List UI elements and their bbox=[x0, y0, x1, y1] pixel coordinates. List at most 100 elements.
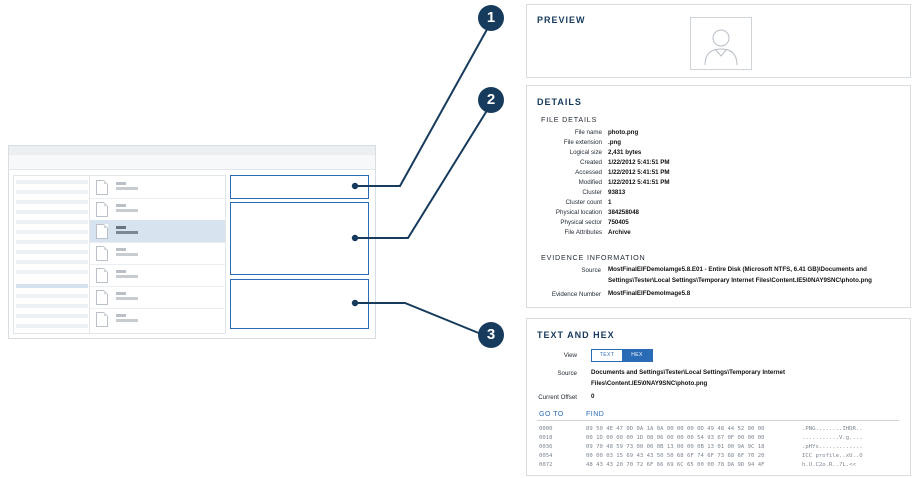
document-icon bbox=[96, 268, 108, 283]
file-detail-value: .png bbox=[608, 139, 622, 146]
document-icon bbox=[96, 224, 108, 239]
goto-link[interactable]: GO TO bbox=[539, 411, 564, 418]
file-detail-key: File name bbox=[574, 129, 602, 136]
hex-offset: 0036 bbox=[539, 444, 553, 450]
file-detail-key: Cluster bbox=[582, 189, 602, 196]
file-detail-key: Created bbox=[579, 159, 602, 166]
file-detail-value: 2,431 bytes bbox=[608, 149, 642, 156]
file-detail-value: 93813 bbox=[608, 189, 626, 196]
connector-2-dot bbox=[351, 234, 359, 242]
sidebar-row bbox=[16, 190, 88, 194]
document-icon bbox=[96, 246, 108, 261]
file-detail-key: Physical location bbox=[555, 209, 602, 216]
file-detail-key: Modified bbox=[578, 179, 602, 186]
hex-row: 0072 48 43 43 20 70 72 6F 66 69 6C 65 00 … bbox=[539, 461, 899, 470]
file-detail-row: Logical size 2,431 bytes bbox=[527, 148, 910, 158]
sidebar-row bbox=[16, 240, 88, 244]
hex-ascii: h.U.C2o.R..?L.<< bbox=[802, 462, 856, 468]
view-option-hex[interactable]: HEX bbox=[622, 350, 652, 361]
hex-ascii: .pHYs............. bbox=[802, 444, 863, 450]
thumbnail-file-list bbox=[89, 175, 226, 334]
hex-bytes: 00 00 03 15 69 43 43 50 50 68 6F 74 6F 7… bbox=[586, 453, 765, 459]
file-details-heading: FILE DETAILS bbox=[541, 115, 598, 124]
callout-badge-1: 1 bbox=[478, 5, 504, 31]
file-detail-value: photo.png bbox=[608, 129, 639, 136]
hex-ascii: ...........V.g.... bbox=[802, 435, 863, 441]
evidence-source-label: Source bbox=[581, 267, 601, 274]
document-icon bbox=[96, 312, 108, 327]
find-link[interactable]: FIND bbox=[586, 411, 605, 418]
file-detail-value: 1/22/2012 5:41:51 PM bbox=[608, 179, 670, 186]
callout-badge-3: 3 bbox=[478, 322, 504, 348]
hex-source-label: Source bbox=[557, 370, 577, 377]
preview-panel: PREVIEW bbox=[526, 4, 911, 78]
view-toggle: TEXT HEX bbox=[591, 349, 653, 362]
view-label: View bbox=[563, 352, 577, 359]
callout-badge-2: 2 bbox=[478, 87, 504, 113]
file-detail-value: 750405 bbox=[608, 219, 629, 226]
sidebar-row bbox=[16, 180, 88, 184]
evidence-number-label: Evidence Number bbox=[551, 291, 601, 298]
hex-offset: 0018 bbox=[539, 435, 553, 441]
details-pane-highlight bbox=[230, 202, 369, 275]
file-row bbox=[90, 264, 225, 287]
evidence-source-value: MostFinalEIFDemolamge5.8.E01 - Entire Di… bbox=[608, 266, 872, 284]
text-hex-title: TEXT AND HEX bbox=[537, 330, 615, 340]
hex-divider bbox=[537, 420, 899, 421]
text-hex-panel: TEXT AND HEX View TEXT HEX Source Docume… bbox=[526, 318, 911, 476]
preview-pane-highlight bbox=[230, 175, 369, 199]
file-row bbox=[90, 176, 225, 199]
file-detail-row: File name photo.png bbox=[527, 128, 910, 138]
file-detail-row: File Attributes Archive bbox=[527, 228, 910, 238]
file-detail-key: File Attributes bbox=[564, 229, 602, 236]
window-toolbar bbox=[9, 155, 375, 170]
hex-bytes: 89 50 4E 47 0D 0A 1A 0A 00 00 00 0D 49 4… bbox=[586, 426, 765, 432]
file-detail-value: Archive bbox=[608, 229, 631, 236]
connector-3 bbox=[355, 302, 487, 337]
sidebar-row bbox=[16, 250, 88, 254]
file-detail-value: 1/22/2012 5:41:51 PM bbox=[608, 169, 670, 176]
evidence-number-value: MostFinalEIFDemolmage5.8 bbox=[608, 290, 691, 297]
hex-bytes: 00 1D 00 00 00 1D 08 06 00 00 00 54 93 6… bbox=[586, 435, 765, 441]
file-detail-key: Logical size bbox=[569, 149, 602, 156]
file-detail-row: File extension .png bbox=[527, 138, 910, 148]
sidebar-row bbox=[16, 220, 88, 224]
connector-3-dot bbox=[351, 299, 359, 307]
file-row-selected bbox=[90, 220, 225, 243]
file-detail-key: Cluster count bbox=[565, 199, 602, 206]
file-row bbox=[90, 286, 225, 309]
hex-ascii: .PNG........IHDR.. bbox=[802, 426, 863, 432]
hex-bytes: 48 43 43 20 70 72 6F 66 69 6C 65 00 00 7… bbox=[586, 462, 765, 468]
hex-row: 0018 00 1D 00 00 00 1D 08 06 00 00 00 54 … bbox=[539, 434, 899, 443]
hex-offset: 0072 bbox=[539, 462, 553, 468]
hex-ascii: ICC profile..xU..O bbox=[802, 453, 863, 459]
current-offset-value: 0 bbox=[591, 393, 595, 400]
preview-image-frame bbox=[690, 17, 752, 70]
connector-2 bbox=[355, 103, 492, 239]
file-row bbox=[90, 242, 225, 265]
sidebar-row bbox=[16, 324, 88, 328]
sidebar-row bbox=[16, 294, 88, 298]
hex-offset: 0054 bbox=[539, 453, 553, 459]
connector-1 bbox=[355, 23, 491, 187]
sidebar-row bbox=[16, 230, 88, 234]
sidebar-row bbox=[16, 260, 88, 264]
document-icon bbox=[96, 180, 108, 195]
connector-1-dot bbox=[351, 182, 359, 190]
person-placeholder-icon bbox=[704, 29, 738, 66]
current-offset-label: Current Offset bbox=[538, 394, 577, 401]
sidebar-row bbox=[16, 200, 88, 204]
view-option-text[interactable]: TEXT bbox=[599, 352, 615, 358]
file-detail-value: 384258048 bbox=[608, 209, 639, 216]
file-row bbox=[90, 308, 225, 330]
file-detail-key: File extension bbox=[563, 139, 602, 146]
